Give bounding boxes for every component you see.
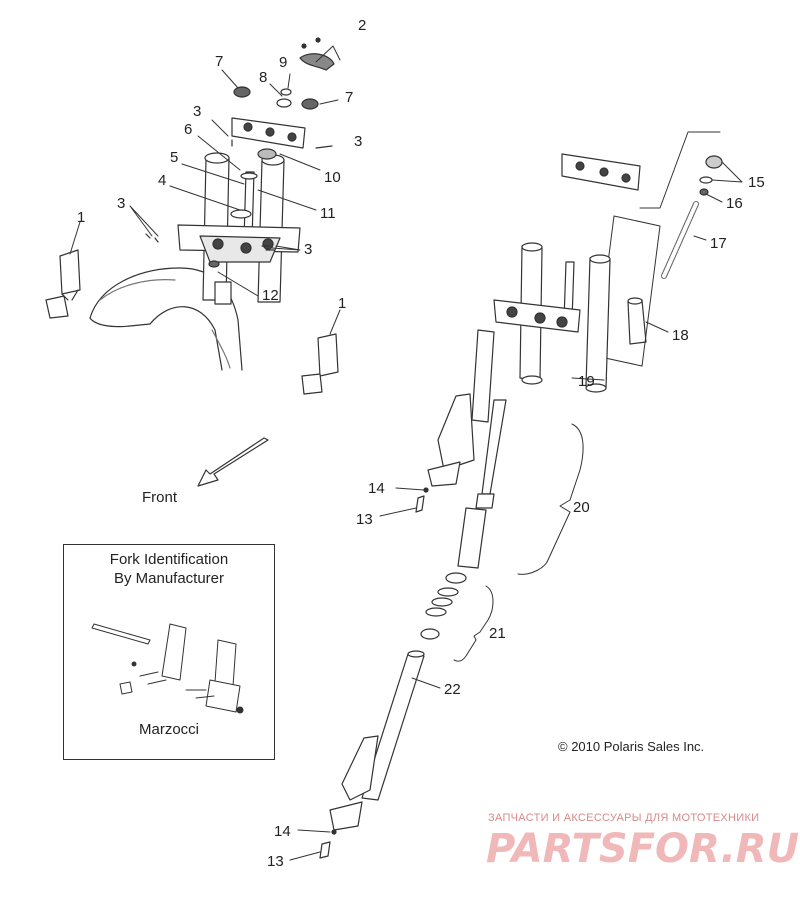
callout-3: 3: [304, 241, 313, 258]
damper-rod: [458, 400, 506, 568]
callout-15: 15: [748, 174, 765, 191]
front-label: Front: [142, 489, 178, 506]
watermark-logo: PARTSFOR.RU: [486, 826, 800, 872]
outer-fork-leg: [330, 651, 424, 830]
watermark-tagline: ЗАПЧАСТИ И АКСЕССУАРЫ ДЛЯ МОТОТЕХНИКИ: [488, 812, 760, 824]
callout-21: 21: [489, 625, 506, 642]
callout-22: 22: [444, 681, 461, 698]
spring-bracket: [640, 132, 720, 208]
callout-18: 18: [672, 327, 689, 344]
callout-7: 7: [215, 53, 224, 70]
front-arrow: [198, 438, 268, 486]
fork-boot-right: [302, 334, 338, 394]
callout-1: 1: [338, 295, 347, 312]
inset-caption: Marzocci: [138, 721, 199, 738]
callout-3: 3: [193, 103, 202, 120]
callout-13: 13: [356, 511, 373, 528]
callout-1: 1: [77, 209, 86, 226]
callout-11: 11: [320, 205, 336, 222]
inset-title-line1: Fork Identification: [109, 551, 229, 568]
callout-14: 14: [368, 480, 385, 497]
lower-triple-clamp: [178, 225, 300, 267]
inset-title-line2: By Manufacturer: [113, 569, 225, 587]
callout-16: 16: [726, 195, 743, 212]
upper-clamp-right: [562, 154, 722, 195]
front-fender: [90, 268, 242, 370]
leader-lines-left: [70, 46, 340, 334]
spacer-tube: [628, 298, 646, 344]
callout-5: 5: [170, 149, 179, 166]
callout-7: 7: [345, 89, 354, 106]
spring: [664, 204, 696, 276]
callout-2: 2: [358, 17, 367, 34]
copyright-notice: © 2010 Polaris Sales Inc.: [558, 739, 705, 754]
fork-identification-inset: Fork Identification By Manufacturer Marz…: [63, 544, 275, 760]
upper-triple-clamp: [232, 118, 305, 148]
steering-stem: [231, 149, 276, 240]
right-fork-assembly: [428, 243, 610, 486]
callout-14: 14: [274, 823, 291, 840]
callout-3: 3: [354, 133, 363, 150]
group-braces: [454, 424, 583, 661]
callout-20: 20: [573, 499, 590, 516]
inset-title: Fork Identification By Manufacturer: [64, 551, 274, 589]
fork-boot-left: [46, 250, 80, 318]
callout-6: 6: [184, 121, 193, 138]
callout-19: 19: [578, 373, 595, 390]
callout-4: 4: [158, 172, 167, 189]
callout-10: 10: [324, 169, 341, 186]
callout-9: 9: [279, 54, 288, 71]
axle-bolts: [320, 488, 428, 858]
callout-17: 17: [710, 235, 727, 252]
callout-13: 13: [267, 853, 284, 870]
damper-seals: [421, 573, 466, 639]
callout-8: 8: [259, 69, 268, 86]
top-caps-and-nuts: [146, 38, 334, 250]
callout-12: 12: [262, 287, 279, 304]
inset-fork-sketch: [92, 624, 243, 713]
leader-lines-right: [290, 162, 742, 860]
callout-3: 3: [117, 195, 126, 212]
